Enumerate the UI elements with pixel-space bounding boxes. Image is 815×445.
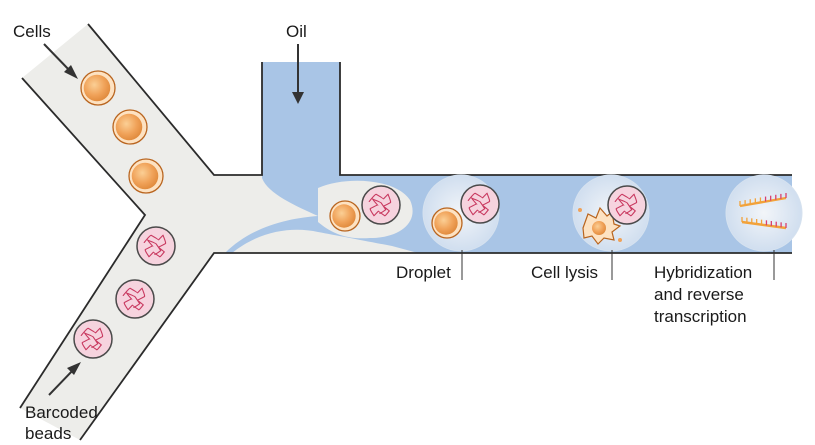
cell-3 bbox=[128, 158, 164, 194]
droplet-3 bbox=[725, 174, 803, 252]
bead-shell bbox=[136, 226, 176, 266]
bead-dna-squiggle bbox=[614, 193, 638, 217]
bead-shell bbox=[460, 184, 500, 224]
cells-label: Cells bbox=[13, 22, 51, 41]
cell-junction bbox=[329, 200, 361, 232]
barcoded-beads-label-line2: beads bbox=[25, 424, 71, 443]
bead-dna-squiggle bbox=[467, 192, 491, 216]
bead-dna-squiggle bbox=[122, 287, 146, 311]
cell-nucleus bbox=[131, 162, 159, 190]
cell-1 bbox=[80, 70, 116, 106]
bead-3 bbox=[73, 319, 113, 359]
bead-shell bbox=[607, 185, 647, 225]
bead-junction bbox=[361, 185, 401, 225]
bead-shell bbox=[115, 279, 155, 319]
primer-backbone bbox=[739, 196, 787, 208]
cell-nucleus bbox=[115, 113, 143, 141]
primer-backbone bbox=[741, 220, 787, 230]
bead-dna-squiggle bbox=[143, 234, 167, 258]
channel-outline bbox=[19, 23, 792, 441]
cell-nucleus bbox=[83, 74, 111, 102]
bead-2 bbox=[115, 279, 155, 319]
bead-dna-squiggle bbox=[80, 327, 104, 351]
primer-strand-bottom bbox=[741, 217, 787, 230]
droplet-label: Droplet bbox=[396, 263, 451, 282]
cell-nucleus bbox=[332, 204, 356, 228]
oil-phase bbox=[225, 62, 792, 253]
oil-arrow bbox=[292, 44, 304, 104]
oil-label: Oil bbox=[286, 22, 307, 41]
barcoded-beads-label-line1: Barcoded bbox=[25, 403, 98, 422]
bead-shell bbox=[73, 319, 113, 359]
hybridization-label-line1: Hybridization bbox=[654, 263, 752, 282]
bead-droplet-1 bbox=[460, 184, 500, 224]
beads-arrow bbox=[48, 362, 81, 396]
bead-droplet-2 bbox=[607, 185, 647, 225]
cell-droplet-1 bbox=[431, 207, 463, 239]
primer-strand-top bbox=[739, 193, 787, 208]
cell-lysis-label: Cell lysis bbox=[531, 263, 598, 282]
bead-dna-squiggle bbox=[368, 193, 392, 217]
lysed-cell bbox=[578, 206, 622, 245]
bead-1 bbox=[136, 226, 176, 266]
hybridization-label-line3: transcription bbox=[654, 307, 747, 326]
cells-arrow bbox=[43, 43, 78, 79]
bead-shell bbox=[361, 185, 401, 225]
cell-2 bbox=[112, 109, 148, 145]
cell-nucleus bbox=[434, 211, 458, 235]
hybridization-label-line2: and reverse bbox=[654, 285, 744, 304]
